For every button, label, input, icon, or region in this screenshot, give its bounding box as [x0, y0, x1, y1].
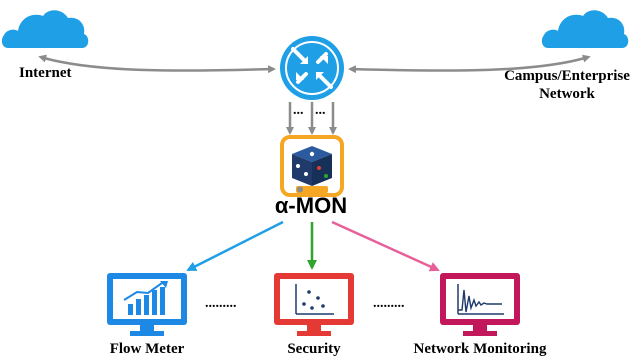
- campus-network-label-line2: Network: [539, 86, 595, 102]
- campus-link: [348, 54, 591, 74]
- dice-icon: [280, 135, 344, 197]
- alpha-mon-label: α-MON: [274, 193, 348, 218]
- campus-network-label-line1: Campus/Enterprise: [504, 68, 630, 84]
- internet-label: Internet: [19, 65, 72, 81]
- cloud-icon: [1, 10, 89, 48]
- router-icon: [280, 36, 344, 100]
- router-ellipsis-left: ...: [293, 103, 304, 118]
- bar-chart-monitor-icon: [107, 273, 187, 336]
- security-label: Security: [287, 341, 341, 357]
- scatter-plot-monitor-icon: [274, 273, 354, 336]
- internet-link: [38, 54, 276, 74]
- flow-meter-label: Flow Meter: [109, 341, 185, 357]
- flow-meter-arrow: [186, 220, 284, 272]
- ellipsis-between-security-monitoring: .........: [373, 296, 405, 311]
- cloud-icon: [541, 10, 629, 48]
- network-monitoring-label: Network Monitoring: [413, 341, 547, 357]
- network-monitoring-arrow: [331, 220, 440, 272]
- router-ellipsis-right: ...: [315, 103, 326, 118]
- ellipsis-between-flow-security: .........: [205, 296, 237, 311]
- waveform-monitor-icon: [440, 273, 520, 336]
